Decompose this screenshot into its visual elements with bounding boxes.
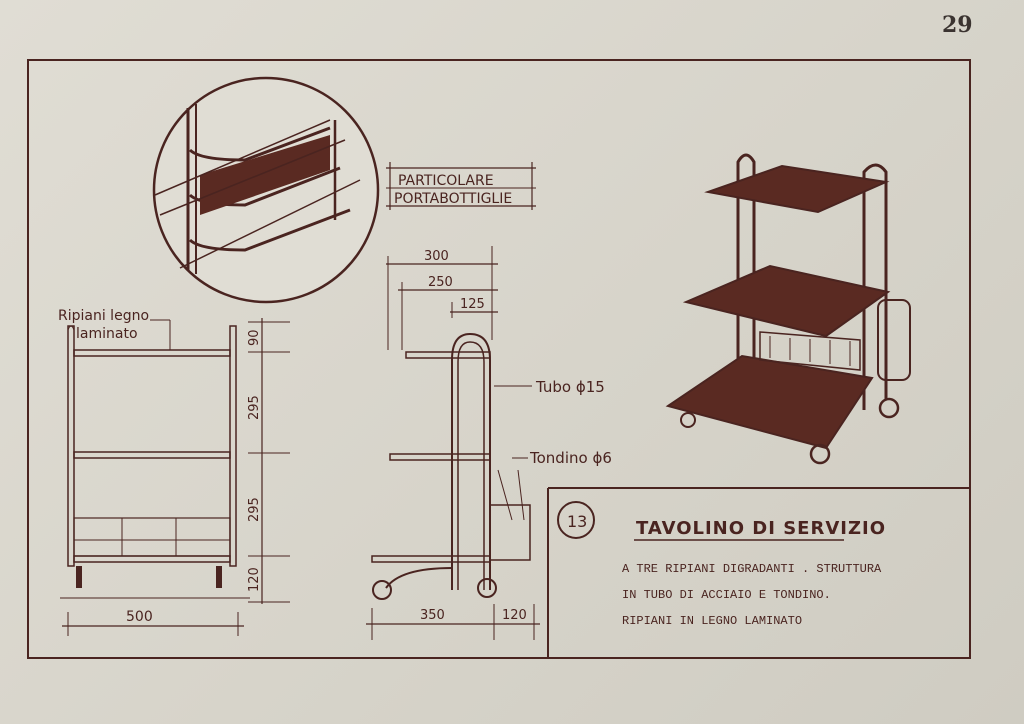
front-dim-1: 90 bbox=[247, 329, 262, 346]
front-dim-width: 500 bbox=[126, 609, 153, 625]
front-dim-2: 295 bbox=[247, 395, 262, 420]
description-line-3: RIPIANI IN LEGNO LAMINATO bbox=[622, 614, 802, 628]
bottle-holder-detail bbox=[152, 76, 380, 304]
drawing-title: TAVOLINO DI SERVIZIO bbox=[636, 518, 886, 539]
front-callout-line1: Ripiani legno bbox=[58, 308, 149, 324]
detail-label-line2: PORTABOTTIGLIE bbox=[394, 191, 512, 207]
description-line-1: A TRE RIPIANI DIGRADANTI . STRUTTURA bbox=[622, 562, 882, 576]
front-dim-3: 295 bbox=[247, 497, 262, 522]
front-view: Ripiani legno laminato 90 295 295 120 50… bbox=[58, 308, 290, 636]
page-number: 29 bbox=[942, 12, 973, 38]
perspective-view bbox=[665, 153, 911, 465]
title-block: 13 TAVOLINO DI SERVIZIO A TRE RIPIANI DI… bbox=[547, 487, 970, 658]
side-dim-top-3: 125 bbox=[460, 297, 485, 312]
sheet-frame bbox=[27, 59, 971, 659]
rod-label: Tondino ϕ6 bbox=[529, 449, 612, 467]
description-line-2: IN TUBO DI ACCIAIO E TONDINO. bbox=[622, 588, 831, 602]
detail-label: PARTICOLARE PORTABOTTIGLIE bbox=[386, 162, 536, 210]
drawing-number: 13 bbox=[567, 512, 587, 531]
side-dim-top-2: 250 bbox=[428, 275, 453, 290]
side-dim-top-1: 300 bbox=[424, 249, 449, 264]
tube-label: Tubo ϕ15 bbox=[535, 378, 605, 396]
side-dim-bottom-1: 350 bbox=[420, 608, 445, 623]
front-callout-line2: laminato bbox=[76, 326, 138, 342]
side-view: 300 250 125 Tubo ϕ15 Tondino ϕ6 350 120 bbox=[366, 246, 612, 640]
side-dim-bottom-2: 120 bbox=[502, 608, 527, 623]
front-dim-4: 120 bbox=[247, 567, 262, 592]
detail-label-line1: PARTICOLARE bbox=[398, 173, 494, 189]
